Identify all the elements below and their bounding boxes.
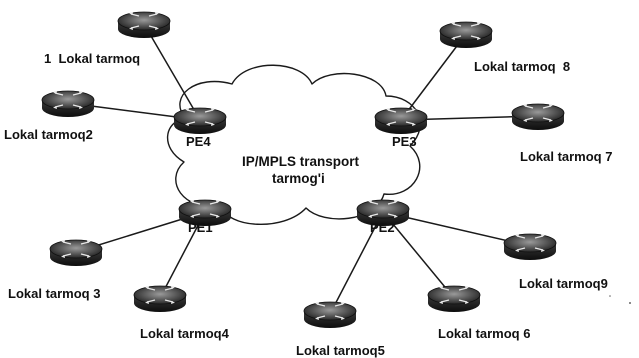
- net9-router-icon: [503, 233, 557, 261]
- net5-router-icon: [303, 301, 357, 329]
- net6-router-icon: [427, 285, 481, 313]
- pe4-label: PE4: [186, 134, 211, 149]
- net2-router-icon: [41, 90, 95, 118]
- pe4-router-icon: [173, 107, 227, 135]
- net4-label: Lokal tarmoq4: [140, 326, 230, 341]
- cloud-outline: [166, 64, 421, 226]
- link-net4-pe1: [159, 211, 206, 299]
- net1-label: 1 Lokal tarmoq: [44, 51, 140, 66]
- net5-label: Lokal tarmoq5: [296, 343, 385, 358]
- pe1-label: PE1: [188, 220, 213, 235]
- net8-label: Lokal tarmoq 8: [474, 59, 570, 74]
- net7-label: Lokal tarmoq 7: [520, 149, 612, 164]
- pe3-router-icon: [374, 107, 428, 135]
- net7-router-icon: [511, 103, 565, 131]
- link-net1-pe4: [143, 23, 201, 121]
- pe3-label: PE3: [392, 134, 417, 149]
- scan-specks: [609, 295, 631, 304]
- net6-label: Lokal tarmoq 6: [438, 326, 530, 341]
- link-net6-pe2: [382, 211, 455, 299]
- net9-label: Lokal tarmoq9: [519, 276, 608, 291]
- cloud-label-line2: tarmog'i: [272, 171, 325, 186]
- pe2-label: PE2: [370, 220, 395, 235]
- net4-router-icon: [133, 285, 187, 313]
- net8-router-icon: [439, 21, 493, 49]
- net1-router-icon: [117, 11, 171, 39]
- ip-mpls-cloud: IP/MPLS transport tarmog'i: [166, 64, 421, 226]
- net2-label: Lokal tarmoq2: [4, 127, 93, 142]
- net3-router-icon: [49, 239, 103, 267]
- link-net8-pe3: [400, 33, 467, 121]
- cloud-label-line1: IP/MPLS transport: [242, 154, 360, 169]
- net3-label: Lokal tarmoq 3: [8, 286, 100, 301]
- link-net5-pe2: [329, 211, 384, 315]
